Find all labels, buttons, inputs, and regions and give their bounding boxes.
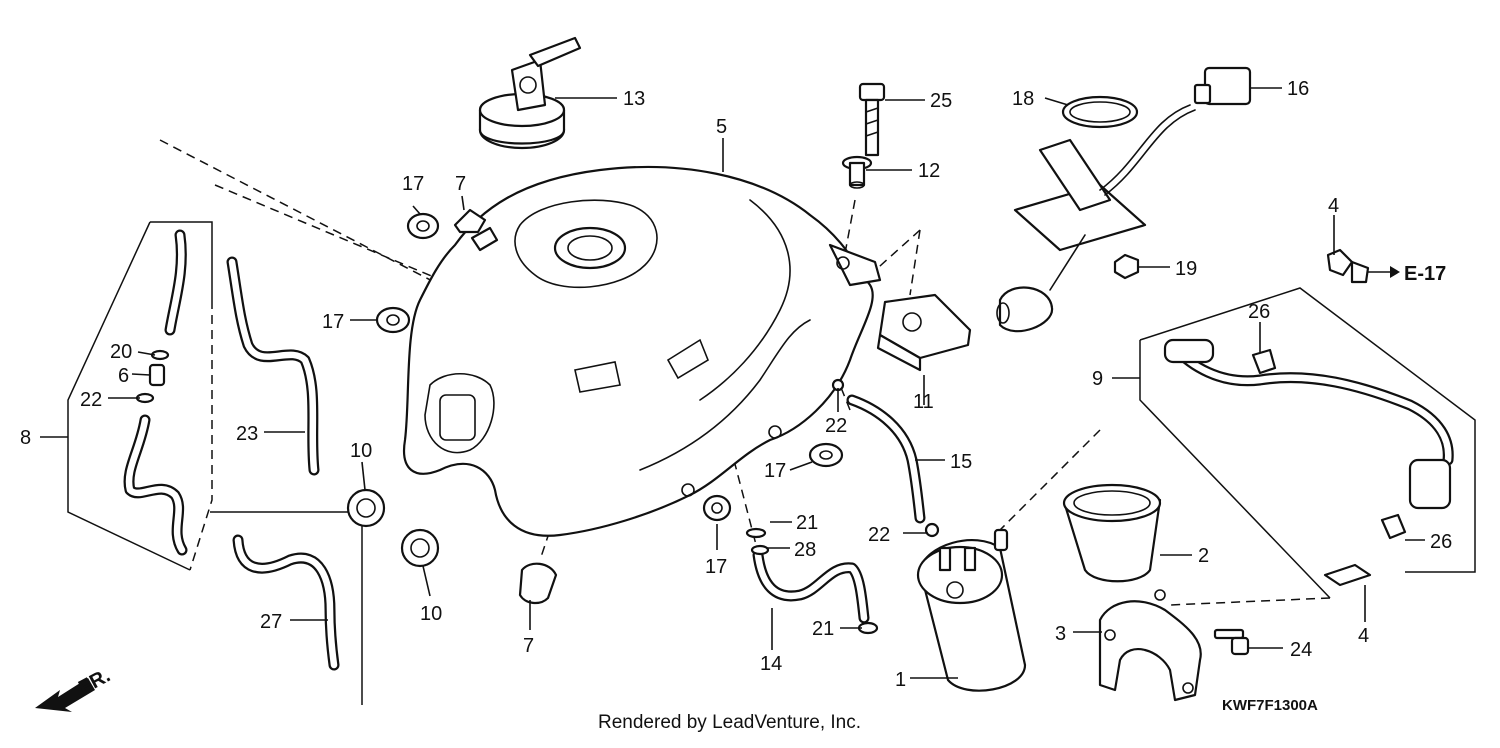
o-ring	[1061, 95, 1139, 129]
callout-19: 19	[1175, 258, 1197, 280]
callout-10-upper: 10	[350, 440, 372, 462]
group-bracket-9	[1139, 287, 1476, 599]
callout-9: 9	[1092, 368, 1103, 390]
hose-23	[226, 256, 320, 476]
callout-14: 14	[760, 653, 782, 675]
hose-27	[232, 534, 340, 671]
callout-26-lower: 26	[1430, 531, 1452, 553]
callout-labels: 13 5 25 12 18 16 19 4 E-17 26 9 26 2 4 3…	[20, 78, 1452, 699]
callout-21-lower: 21	[812, 618, 834, 640]
fuel-pump	[916, 528, 1027, 692]
grommets	[375, 212, 844, 522]
collar	[841, 155, 873, 189]
callout-22-left: 22	[80, 389, 102, 411]
pump-bracket	[1098, 589, 1202, 702]
dampers	[346, 488, 440, 568]
cushions	[453, 208, 558, 605]
rubber-mount	[876, 293, 972, 372]
callout-17-bottom: 17	[705, 556, 727, 578]
fuel-strainer	[1062, 483, 1162, 583]
callout-2: 2	[1198, 545, 1209, 567]
callout-27: 27	[260, 611, 282, 633]
fuel-tank	[402, 165, 882, 537]
hose-14	[752, 549, 870, 624]
callout-1: 1	[895, 669, 906, 691]
callout-22-tank: 22	[825, 415, 847, 437]
callout-18: 18	[1012, 88, 1034, 110]
callout-25: 25	[930, 90, 952, 112]
callout-28: 28	[794, 539, 816, 561]
bolt	[858, 82, 886, 157]
hose-9-assembly	[1163, 338, 1454, 510]
callout-15: 15	[950, 451, 972, 473]
hose-8-assembly	[123, 229, 188, 556]
cross-reference-arrow	[1368, 266, 1400, 278]
callout-4-upper: 4	[1328, 195, 1339, 217]
nut-19	[1113, 253, 1140, 280]
callout-16: 16	[1287, 78, 1309, 100]
callout-21-upper: 21	[796, 512, 818, 534]
callout-13: 13	[623, 88, 645, 110]
group-bracket-8	[67, 221, 213, 571]
fuel-tank-cap	[478, 36, 582, 150]
callout-5: 5	[716, 116, 727, 138]
callout-11: 11	[913, 391, 934, 413]
callout-26-upper: 26	[1248, 301, 1270, 323]
hose-15	[846, 394, 926, 524]
callout-12: 12	[918, 160, 940, 182]
fuel-unit	[996, 66, 1252, 333]
callout-24: 24	[1290, 639, 1312, 661]
rendered-by-text: Rendered by LeadVenture, Inc.	[598, 712, 862, 733]
callout-17-left: 17	[322, 311, 344, 333]
callout-6: 6	[118, 365, 129, 387]
hose-clips	[745, 248, 1407, 635]
callout-10-lower: 10	[420, 603, 442, 625]
callout-7-top: 7	[455, 173, 466, 195]
bolt-24	[1213, 628, 1250, 656]
callout-3: 3	[1055, 623, 1066, 645]
callout-20: 20	[110, 341, 132, 363]
callout-23: 23	[236, 423, 258, 445]
diagram-code: KWF7F1300A	[1222, 697, 1318, 714]
callout-e17: E-17	[1404, 263, 1446, 285]
callout-22-pump: 22	[868, 524, 890, 546]
callout-4-lower: 4	[1358, 625, 1369, 647]
leader-lines	[40, 87, 1425, 679]
callout-17-top: 17	[402, 173, 424, 195]
front-direction-arrow-icon	[35, 678, 95, 712]
callout-17-right: 17	[764, 460, 786, 482]
callout-7-bottom: 7	[523, 635, 534, 657]
callout-8: 8	[20, 427, 31, 449]
